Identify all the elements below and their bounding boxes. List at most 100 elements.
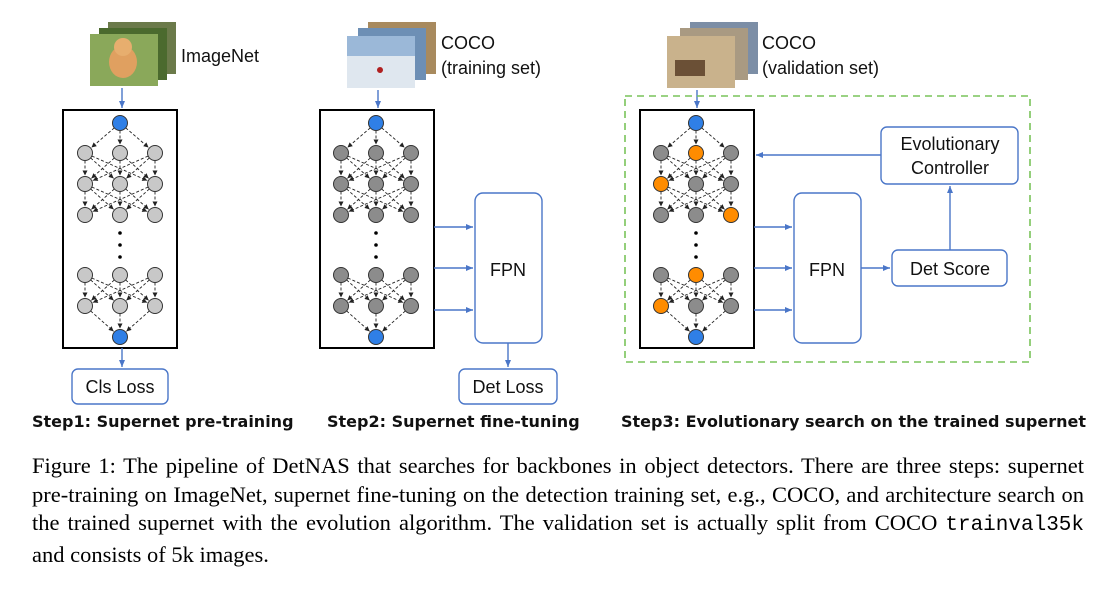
ellipsis-dot (374, 231, 378, 235)
det-loss-box (458, 368, 558, 405)
supernet-edge (667, 127, 691, 148)
supernet-node (147, 298, 163, 314)
supernet-node (333, 145, 349, 161)
supernet-edge (666, 157, 690, 179)
supernet-node (403, 145, 419, 161)
cls-loss-label: Cls Loss (85, 377, 154, 397)
supernet-node (147, 207, 163, 223)
supernet-node (688, 176, 704, 192)
supernet-node (653, 298, 669, 314)
supernet-edge (382, 157, 406, 179)
supernet-node (77, 298, 93, 314)
supernet-node (333, 176, 349, 192)
ellipsis-dot (374, 243, 378, 247)
supernet-node (112, 267, 128, 283)
supernet-node (403, 267, 419, 283)
supernet-node (403, 298, 419, 314)
supernet-node (112, 207, 128, 223)
supernet-edge (668, 186, 725, 212)
supernet-edge (125, 188, 149, 210)
supernet-io-node (368, 115, 384, 131)
supernet-node (688, 145, 704, 161)
imagenet-thumbnail (90, 22, 176, 86)
ellipsis-dot (118, 255, 122, 259)
supernet-edge (666, 188, 690, 210)
dataset-label-coco-val: COCO (762, 33, 816, 53)
supernet-node (368, 267, 384, 283)
supernet-node (403, 176, 419, 192)
supernet-node (723, 298, 739, 314)
supernet-edge (90, 279, 114, 301)
coco-train-thumbnail (347, 22, 436, 88)
ellipsis-dot (118, 243, 122, 247)
supernet-edge (347, 157, 371, 179)
supernet-edge (346, 188, 370, 210)
supernet-node (653, 207, 669, 223)
evolutionary-controller-label-2: Controller (911, 158, 989, 178)
step3-label: Step3: Evolutionary search on the traine… (621, 412, 1086, 431)
supernet-node (112, 145, 128, 161)
supernet-edge (126, 279, 150, 301)
dataset-label-coco-train-sub: (training set) (441, 58, 541, 78)
supernet-node (333, 267, 349, 283)
ellipsis-dot (118, 231, 122, 235)
supernet-edge (90, 188, 114, 210)
dataset-label-imagenet: ImageNet (181, 46, 259, 66)
figure-caption: Figure 1: The pipeline of DetNAS that se… (32, 452, 1084, 569)
supernet-node (653, 176, 669, 192)
supernet-frame-1 (62, 109, 178, 349)
supernet-edge (90, 157, 114, 179)
supernet-node (112, 176, 128, 192)
supernet-edge (381, 157, 405, 179)
supernet-edge (125, 127, 149, 148)
det-score-label: Det Score (910, 259, 990, 279)
step2-label: Step2: Supernet fine-tuning (327, 412, 580, 431)
supernet-edge (381, 279, 405, 301)
supernet-edge (348, 186, 405, 212)
supernet-node (368, 207, 384, 223)
supernet-node (653, 145, 669, 161)
supernet-edge (667, 279, 691, 301)
supernet-edge (702, 188, 726, 210)
supernet-edge (348, 155, 405, 181)
supernet-edge (126, 157, 150, 179)
supernet-node (147, 145, 163, 161)
supernet-node (723, 145, 739, 161)
supernet-node (403, 207, 419, 223)
supernet-node (77, 207, 93, 223)
supernet-edge (348, 277, 405, 303)
ellipsis-dot (374, 255, 378, 259)
supernet-node (688, 298, 704, 314)
supernet-edge (346, 157, 370, 179)
supernet-edge (126, 188, 150, 210)
supernet-edge (346, 279, 370, 301)
supernet-edge (382, 279, 406, 301)
evolutionary-controller-label-1: Evolutionary (900, 134, 999, 154)
supernet-node (77, 145, 93, 161)
caption-text-end: and consists of 5k images. (32, 541, 269, 567)
supernet-node (688, 207, 704, 223)
supernet-io-node (112, 329, 128, 345)
supernet-edge (701, 127, 725, 148)
det-loss-label: Det Loss (472, 377, 543, 397)
cls-loss-box (71, 368, 169, 405)
supernet-node (147, 176, 163, 192)
supernet-node (368, 176, 384, 192)
supernet-edge (92, 277, 149, 303)
supernet-edge (91, 157, 115, 179)
supernet-node (77, 176, 93, 192)
supernet-graph-3 (653, 115, 739, 345)
ellipsis-dot (694, 243, 698, 247)
supernet-edge (701, 188, 725, 210)
supernet-edge (666, 310, 690, 332)
supernet-edge (346, 310, 370, 332)
supernet-edge (90, 310, 114, 332)
supernet-node (333, 298, 349, 314)
supernet-io-node (688, 115, 704, 131)
fpn-label-3: FPN (809, 260, 845, 280)
supernet-edge (666, 279, 690, 301)
supernet-node (112, 298, 128, 314)
supernet-graph-2 (333, 115, 419, 345)
supernet-edge (91, 188, 115, 210)
supernet-node (723, 176, 739, 192)
